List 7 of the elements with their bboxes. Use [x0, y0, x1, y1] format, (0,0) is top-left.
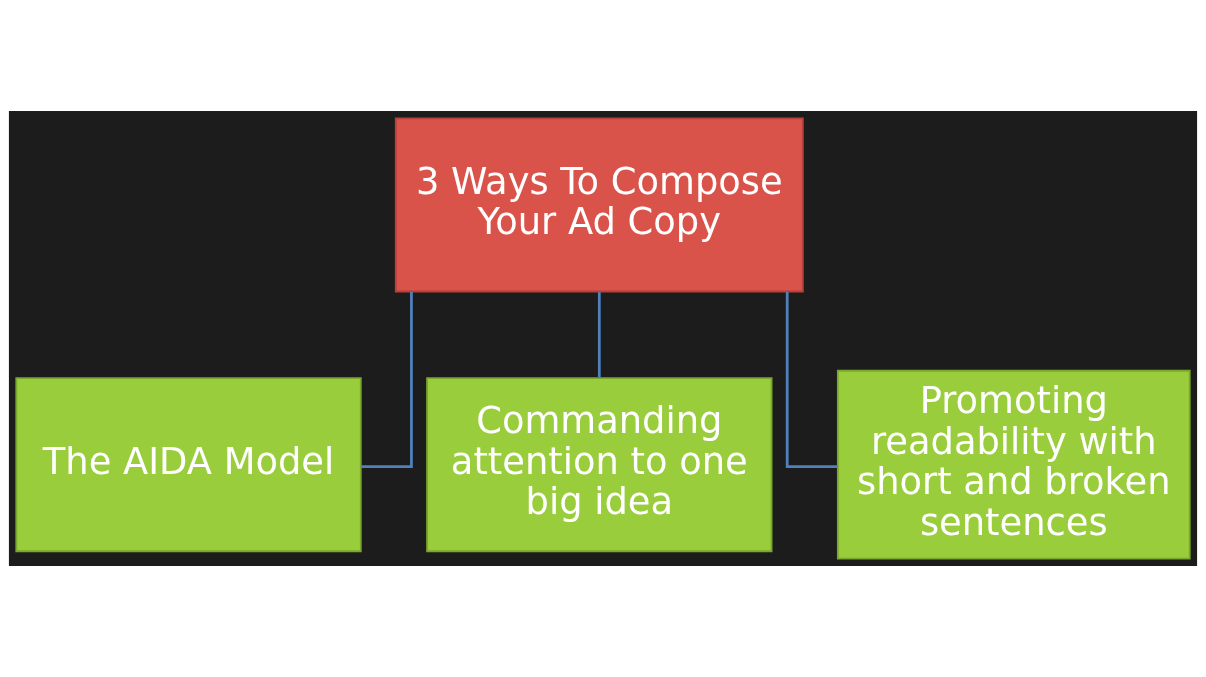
node-box: The AIDA Model [15, 377, 362, 553]
node-box: Promoting readability with short and broken sentences [836, 369, 1191, 560]
node-box: Commanding attention to one big idea [426, 377, 773, 553]
connector [597, 292, 601, 378]
connector [785, 292, 838, 468]
node-box: 3 Ways To Compose Your Ad Copy [394, 117, 804, 293]
connector [360, 292, 413, 468]
